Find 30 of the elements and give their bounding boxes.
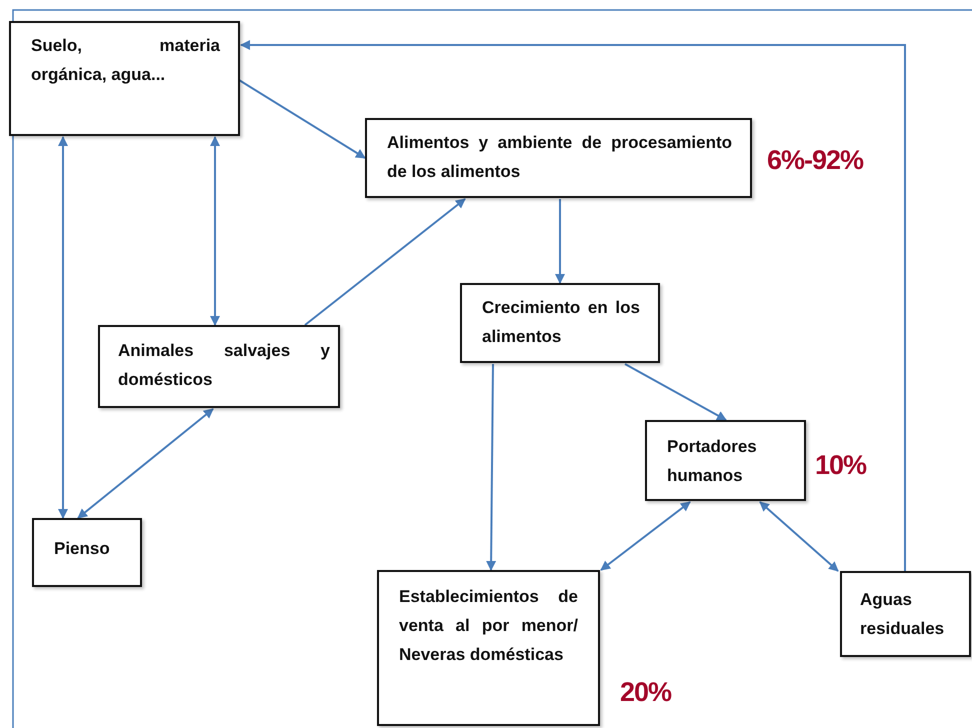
arrow [486,364,496,571]
box-label: Animales salvajes y domésticos [118,340,330,391]
arrow [58,136,68,519]
percentage-label: 20% [620,677,672,708]
percentage-label: 10% [815,450,866,481]
arrow [77,408,214,519]
arrow [240,40,906,571]
box-label: Aguas residuales [860,589,946,640]
process-box [32,518,142,587]
arrow [210,136,220,326]
arrow [238,79,366,159]
process-box [840,571,971,657]
arrow [759,501,839,572]
box-label: Pienso [54,538,111,560]
arrow [555,199,565,284]
arrow [600,501,691,571]
process-box [460,283,660,363]
box-label: Crecimiento en los alimentos [482,297,640,348]
process-box [645,420,806,501]
box-label: Suelo, materia orgánica, agua... [31,35,220,86]
process-box [9,21,240,136]
box-label: Establecimientos de venta al por menor/ Neveras domésticas [399,586,578,666]
box-label: Portadores humanos [667,436,758,487]
process-box [377,570,600,726]
arrow [624,363,727,421]
percentage-label: 6%-92% [767,145,864,176]
process-box [365,118,752,198]
arrow [304,198,466,326]
process-box [98,325,340,408]
box-label: Alimentos y ambiente de procesamiento de los alimentos [387,132,732,183]
